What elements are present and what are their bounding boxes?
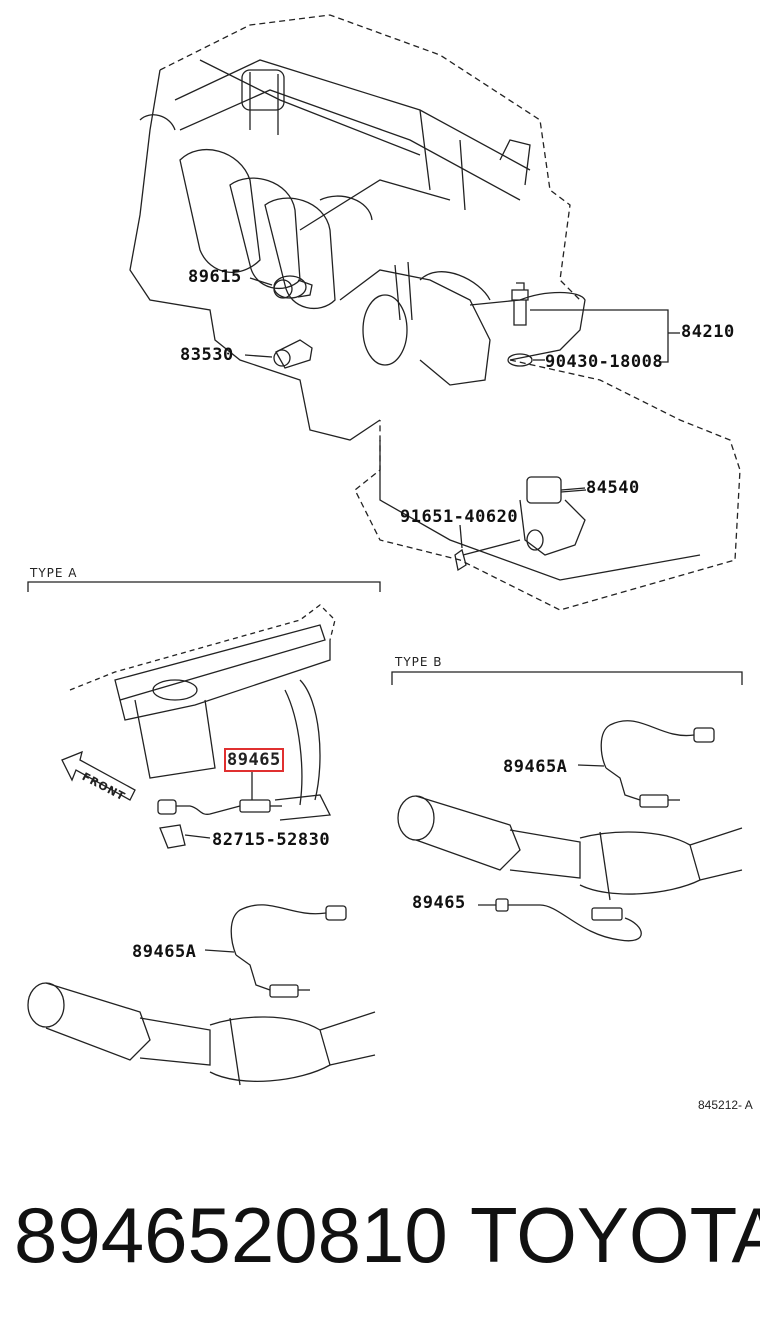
type-a-sensor-drawing xyxy=(157,770,282,849)
callout-83530: 83530 xyxy=(180,345,234,365)
type-b-converter-drawing xyxy=(397,795,743,901)
engine-block-drawing xyxy=(129,14,741,611)
sensor-83530-drawing xyxy=(244,339,313,369)
type-b-bracket xyxy=(391,671,743,685)
sensor-84210-drawing xyxy=(507,282,680,367)
type-a-bracket xyxy=(27,581,381,592)
callout-89615: 89615 xyxy=(188,267,242,287)
diagram-reference: 845212- A xyxy=(698,1098,753,1112)
leader-84540 xyxy=(560,489,587,493)
footer: 8946520810 TOYOTA xyxy=(0,1190,760,1280)
callout-89465A-type-b: 89465A xyxy=(503,757,568,777)
lower-sensor-drawing xyxy=(204,904,347,998)
brand-name: TOYOTA xyxy=(470,1191,760,1279)
lower-converter-drawing xyxy=(27,982,376,1086)
callout-89465A-lower: 89465A xyxy=(132,942,197,962)
callout-84540: 84540 xyxy=(586,478,640,498)
type-b-label: TYPE B xyxy=(395,655,443,669)
callout-89465-highlighted[interactable]: 89465 xyxy=(224,748,284,772)
callout-89465-type-b: 89465 xyxy=(412,893,466,913)
diagram-drawing xyxy=(27,14,743,1086)
type-a-label: TYPE A xyxy=(30,566,78,580)
callout-91651-40620: 91651-40620 xyxy=(400,507,519,527)
type-b-sensor-drawing xyxy=(478,720,715,942)
type-a-manifold-drawing xyxy=(69,604,336,821)
part-number: 8946520810 xyxy=(14,1191,448,1279)
callout-90430-18008: 90430-18008 xyxy=(545,352,664,372)
parts-diagram: 89615 83530 84210 90430-18008 84540 9165… xyxy=(27,14,753,1112)
callout-84210: 84210 xyxy=(681,322,735,342)
sensor-89615-drawing xyxy=(249,275,313,299)
callout-82715-52830: 82715-52830 xyxy=(212,830,331,850)
front-arrow-drawing xyxy=(61,750,136,801)
valve-84540-drawing xyxy=(454,476,586,572)
